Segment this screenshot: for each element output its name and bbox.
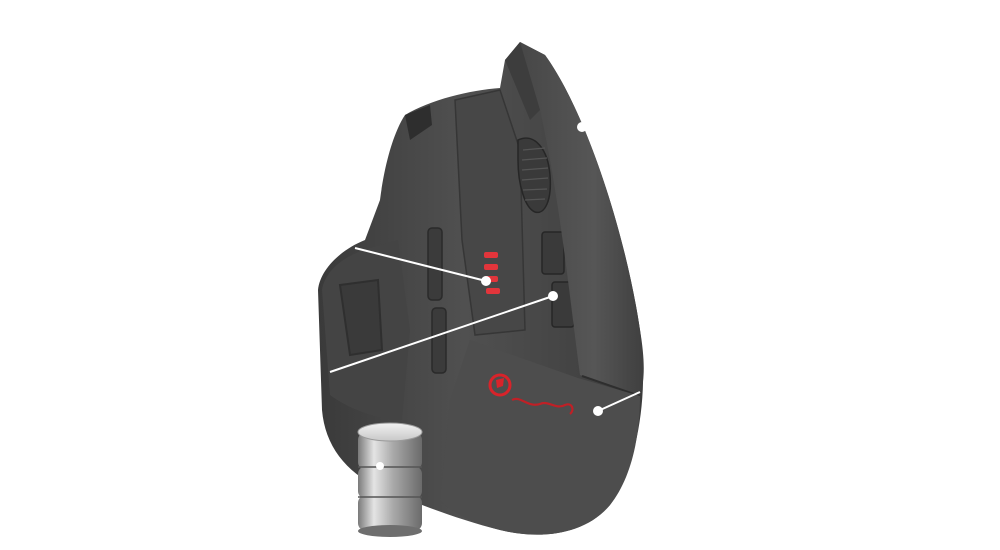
right-button-edge	[505, 42, 540, 120]
weight-callout	[376, 462, 384, 470]
dpi-button-up	[541, 231, 565, 275]
side-button-recess	[338, 278, 384, 357]
weight-stack	[357, 422, 423, 537]
scroll-wheel-grip	[521, 147, 549, 201]
button-split-line	[581, 375, 641, 397]
callout-lines	[329, 121, 641, 416]
top-panel	[454, 89, 526, 336]
thumb-button-back	[431, 307, 447, 374]
mouse-back-ridge	[405, 105, 432, 140]
genesis-flame-logo-icon	[488, 373, 574, 415]
scroll-wheel	[517, 137, 552, 214]
thumb-button-front	[427, 227, 443, 301]
right-click-button	[520, 42, 644, 395]
